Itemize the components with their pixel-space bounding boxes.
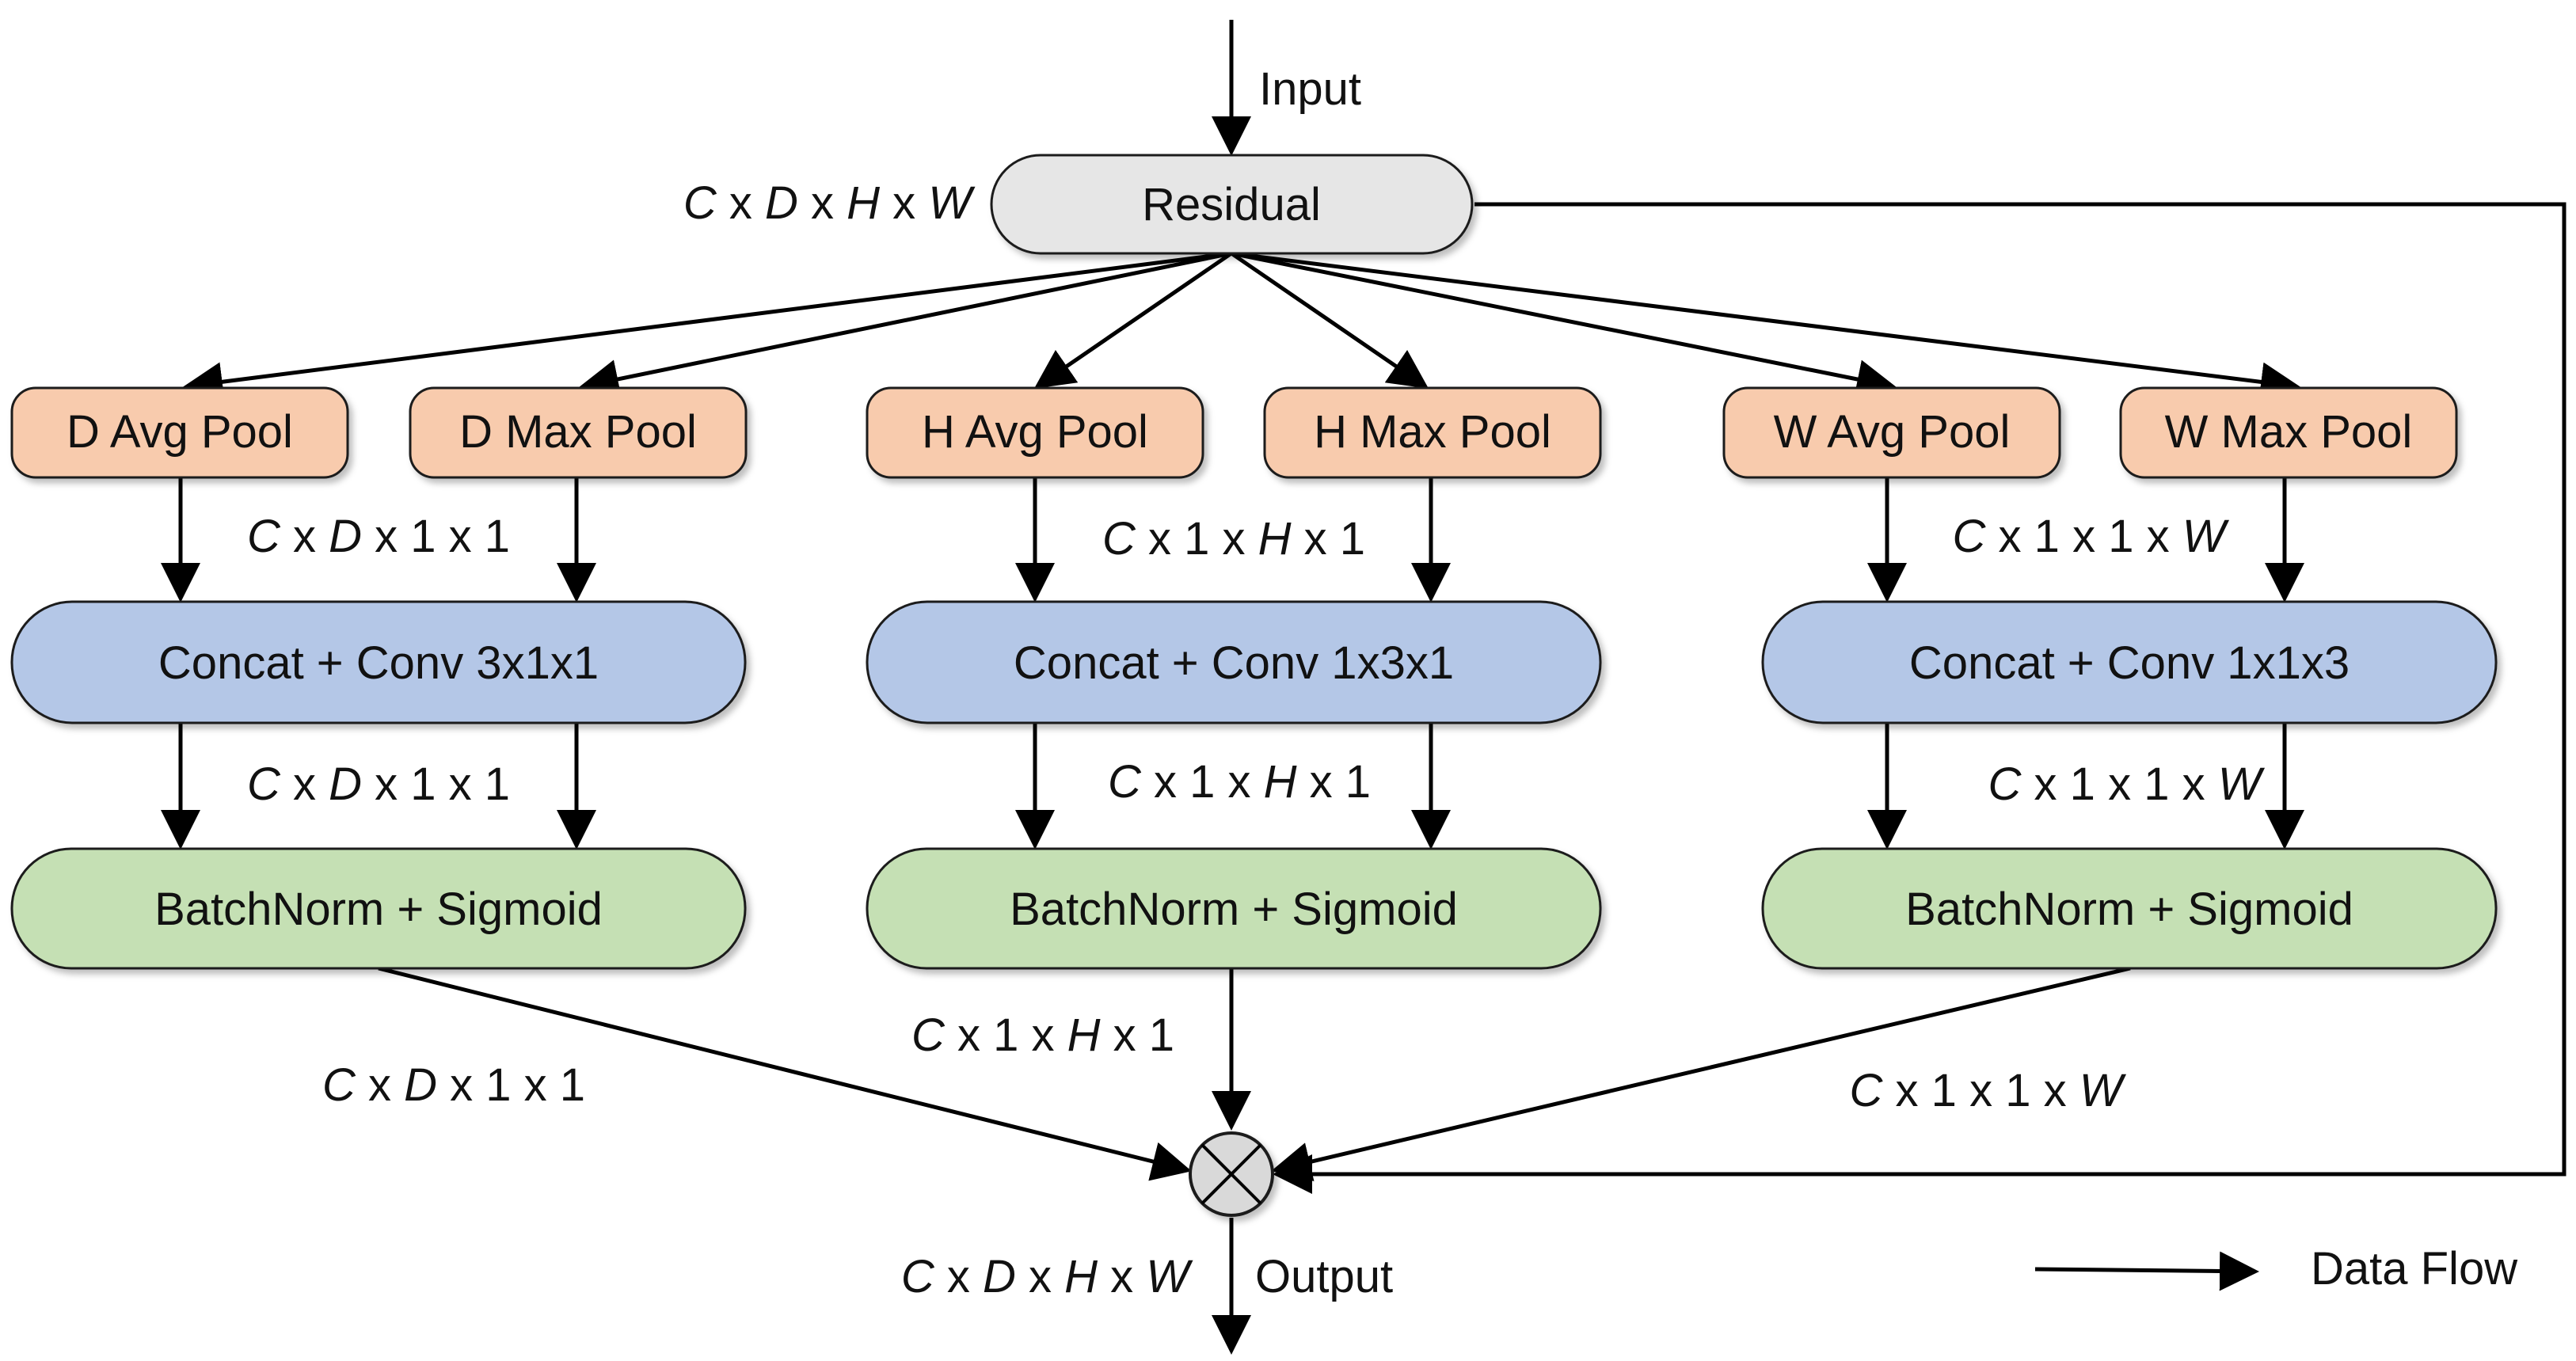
dim-input-label: C x D x H x W (683, 177, 976, 229)
batchnorm-sigmoid-w-node (1761, 847, 2498, 970)
edge-residual-d-max (579, 251, 1232, 399)
legend-label: Data Flow (2311, 1243, 2518, 1294)
concat-conv-w-label: Concat + Conv 1x1x3 (1909, 637, 2350, 689)
batchnorm-sigmoid-w-label: BatchNorm + Sigmoid (1905, 884, 2353, 935)
dim-pool-h-label: C x 1 x H x 1 (1102, 513, 1365, 565)
h-max-pool-node (1263, 386, 1602, 479)
edge-bn-d-mult (378, 966, 1192, 1181)
dim-bn-h-label: C x 1 x H x 1 (911, 1009, 1174, 1061)
d-max-pool-node (409, 386, 748, 479)
dim-pool-w-label: C x 1 x 1 x W (1953, 511, 2230, 562)
d-max-pool-label: D Max Pool (459, 406, 697, 458)
legend-arrow (2034, 1251, 2259, 1291)
batchnorm-sigmoid-d-label: BatchNorm + Sigmoid (154, 884, 603, 935)
dim-conv-w-label: C x 1 x 1 x W (1988, 758, 2266, 810)
h-avg-pool-label: H Avg Pool (922, 406, 1148, 458)
edge-residual-skip (1273, 202, 2566, 1194)
h-max-pool-label: H Max Pool (1314, 406, 1551, 458)
d-avg-pool-node (10, 386, 349, 479)
labels: Input Output Data Flow C x D x H x W C x… (247, 63, 2518, 1302)
residual-label: Residual (1142, 179, 1321, 230)
edge-residual-d-avg (183, 251, 1232, 402)
batchnorm-sigmoid-h-node (866, 847, 1602, 970)
edge-bn-w-mult (1271, 966, 2131, 1181)
h-avg-pool-node (866, 386, 1204, 479)
w-max-pool-label: W Max Pool (2165, 406, 2413, 458)
edge-residual-w-avg (1231, 251, 1897, 399)
edge-residual-h-avg (1033, 251, 1233, 389)
w-avg-pool-node (1722, 386, 2061, 479)
concat-conv-h-node (866, 600, 1602, 724)
dim-bn-w-label: C x 1 x 1 x W (1850, 1065, 2127, 1116)
input-label: Input (1259, 63, 1361, 115)
output-label: Output (1255, 1251, 1393, 1302)
batchnorm-sigmoid-h-label: BatchNorm + Sigmoid (1010, 884, 1458, 935)
dim-pool-d-label: C x D x 1 x 1 (247, 511, 510, 562)
multiply-operator-icon (1189, 1131, 1274, 1217)
w-max-pool-node (2119, 386, 2458, 479)
batchnorm-sigmoid-d-node (10, 847, 747, 970)
nodes: Residual D Avg Pool D Max Pool H Avg Poo… (10, 154, 2498, 1217)
multiply-cross-b (1200, 1143, 1262, 1205)
concat-conv-h-label: Concat + Conv 1x3x1 (1014, 637, 1454, 689)
concat-conv-w-node (1761, 600, 2498, 724)
dim-output-label: C x D x H x W (901, 1251, 1193, 1302)
concat-conv-d-label: Concat + Conv 3x1x1 (158, 637, 599, 689)
dim-conv-h-label: C x 1 x H x 1 (1108, 756, 1371, 808)
concat-conv-d-node (10, 600, 747, 724)
edge-residual-w-max (1231, 251, 2300, 402)
dim-conv-d-label: C x D x 1 x 1 (247, 758, 510, 810)
edge-residual-h-max (1230, 251, 1429, 389)
residual-node (990, 154, 1474, 255)
dim-bn-d-label: C x D x 1 x 1 (322, 1059, 585, 1111)
d-avg-pool-label: D Avg Pool (67, 406, 293, 458)
w-avg-pool-label: W Avg Pool (1774, 406, 2011, 458)
edges (161, 20, 2566, 1355)
